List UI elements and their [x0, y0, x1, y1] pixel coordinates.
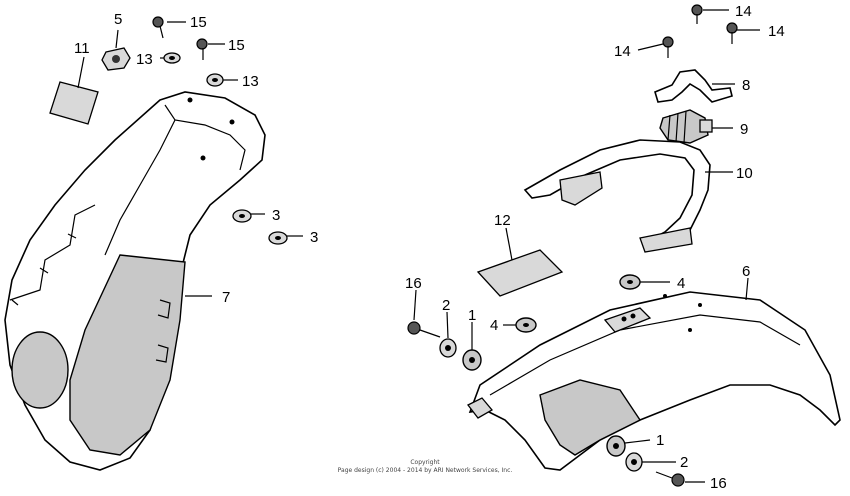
callout-14-c: 14 — [768, 23, 785, 40]
callout-10: 10 — [736, 165, 753, 182]
callout-3-a: 3 — [272, 207, 280, 224]
copyright-line-1: Copyright — [410, 459, 440, 466]
nut-part-5[interactable] — [101, 47, 131, 71]
bolt-part-16-b[interactable] — [655, 471, 685, 487]
copyright-line-2: Page design (c) 2004 - 2014 by ARI Netwo… — [338, 467, 513, 474]
callout-15-a: 15 — [190, 14, 207, 31]
leader-lines — [77, 9, 760, 483]
pad-part-11[interactable] — [49, 81, 99, 125]
callout-3-b: 3 — [310, 229, 318, 246]
callout-6: 6 — [742, 263, 750, 280]
callout-1-a: 1 — [468, 307, 476, 324]
grommet-part-3-b[interactable] — [268, 231, 288, 245]
callout-16-a: 16 — [405, 275, 422, 292]
washer-part-13-a[interactable] — [163, 52, 181, 64]
callout-7: 7 — [222, 289, 230, 306]
callout-5: 5 — [114, 11, 122, 28]
callout-2-a: 2 — [442, 297, 450, 314]
bolt-part-14-a[interactable] — [691, 4, 703, 24]
front-cover-part-7[interactable] — [4, 91, 266, 471]
callout-4-a: 4 — [677, 275, 685, 292]
pad-part-12[interactable] — [476, 249, 564, 297]
callout-12: 12 — [494, 212, 511, 229]
grab-rail-part-10[interactable] — [523, 139, 711, 253]
callout-1-b: 1 — [656, 432, 664, 449]
callout-4-b: 4 — [490, 317, 498, 334]
callout-14-b: 14 — [614, 43, 631, 60]
rear-fender-part-6[interactable] — [467, 291, 841, 471]
callout-14-a: 14 — [735, 3, 752, 20]
bolt-part-16-a[interactable] — [407, 321, 441, 338]
callout-15-b: 15 — [228, 37, 245, 54]
clamp-part-8[interactable] — [654, 69, 733, 103]
grommet-part-3-a[interactable] — [232, 209, 252, 223]
bolt-part-14-b[interactable] — [662, 36, 674, 58]
callout-8: 8 — [742, 77, 750, 94]
bushing-part-9[interactable] — [659, 109, 713, 144]
bolt-part-15-a[interactable] — [152, 16, 164, 39]
callout-2-b: 2 — [680, 454, 688, 471]
rubber-part-1-b[interactable] — [606, 435, 626, 457]
bolt-part-14-c[interactable] — [726, 22, 738, 44]
callout-13-b: 13 — [242, 73, 259, 90]
collar-part-2-a[interactable] — [439, 338, 457, 358]
washer-part-13-b[interactable] — [206, 73, 224, 87]
grommet-part-4-b[interactable] — [515, 317, 537, 333]
rubber-part-1-a[interactable] — [462, 349, 482, 371]
callout-13-a: 13 — [136, 51, 153, 68]
callout-11: 11 — [74, 40, 90, 57]
callout-16-b: 16 — [710, 475, 727, 492]
grommet-part-4-a[interactable] — [619, 274, 641, 290]
callout-9: 9 — [740, 121, 748, 138]
bolt-part-15-b[interactable] — [196, 38, 208, 60]
collar-part-2-b[interactable] — [625, 452, 643, 472]
